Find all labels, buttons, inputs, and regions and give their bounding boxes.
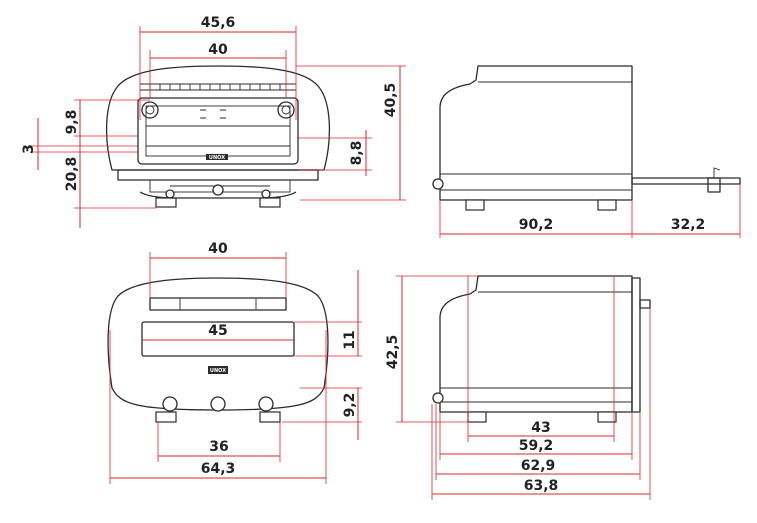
- dim-front-lower: 20,8: [64, 157, 80, 192]
- dim-closed-total-width: 64,3: [201, 461, 236, 477]
- dim-side-depth: 90,2: [519, 217, 554, 233]
- knob-icon: [212, 184, 224, 196]
- front-view-closed: UNOX 40 45 36 64,3 11 9,2: [107, 241, 362, 484]
- brand-plate: [206, 154, 228, 160]
- front-view-open: UNOX 45,6 40 40,5 8,8: [21, 15, 406, 228]
- knob-icon: [210, 396, 226, 412]
- front-closed-brand: UNOX: [210, 368, 226, 374]
- dim-side-total: 63,8: [524, 478, 559, 494]
- dim-side-feet: 43: [531, 420, 550, 436]
- knob-icon: [258, 396, 274, 412]
- knob-icon: [261, 189, 271, 199]
- dim-closed-window-width: 45: [208, 323, 227, 339]
- dim-side-body: 59,2: [519, 438, 554, 454]
- dim-closed-feet-width: 36: [209, 439, 228, 455]
- dim-front-height: 40,5: [383, 83, 399, 118]
- dim-front-side: 8,8: [349, 141, 365, 166]
- dim-closed-top-width: 40: [208, 241, 228, 257]
- dim-side-with-handle: 62,9: [521, 458, 556, 474]
- side-view-closed: 42,5 43 59,2 62,9 63,8: [385, 275, 651, 500]
- side-view-open: 90,2 32,2: [432, 65, 741, 238]
- knob-icon: [162, 396, 178, 412]
- dim-side-door: 32,2: [671, 217, 706, 233]
- front-open-brand: UNOX: [209, 155, 225, 161]
- dim-front-inner-width: 40: [208, 42, 228, 58]
- dim-side-closed-height: 42,5: [385, 335, 401, 370]
- dim-front-small: 3: [21, 144, 37, 154]
- dim-front-top-gap: 9,8: [64, 110, 80, 135]
- dim-closed-base-height: 9,2: [342, 393, 358, 418]
- knob-icon: [432, 392, 444, 404]
- dim-closed-window-height: 11: [342, 330, 358, 349]
- dim-front-outer-width: 45,6: [201, 15, 236, 31]
- knob-icon: [165, 189, 175, 199]
- brand-plate: [208, 366, 228, 374]
- knob-icon: [432, 178, 444, 190]
